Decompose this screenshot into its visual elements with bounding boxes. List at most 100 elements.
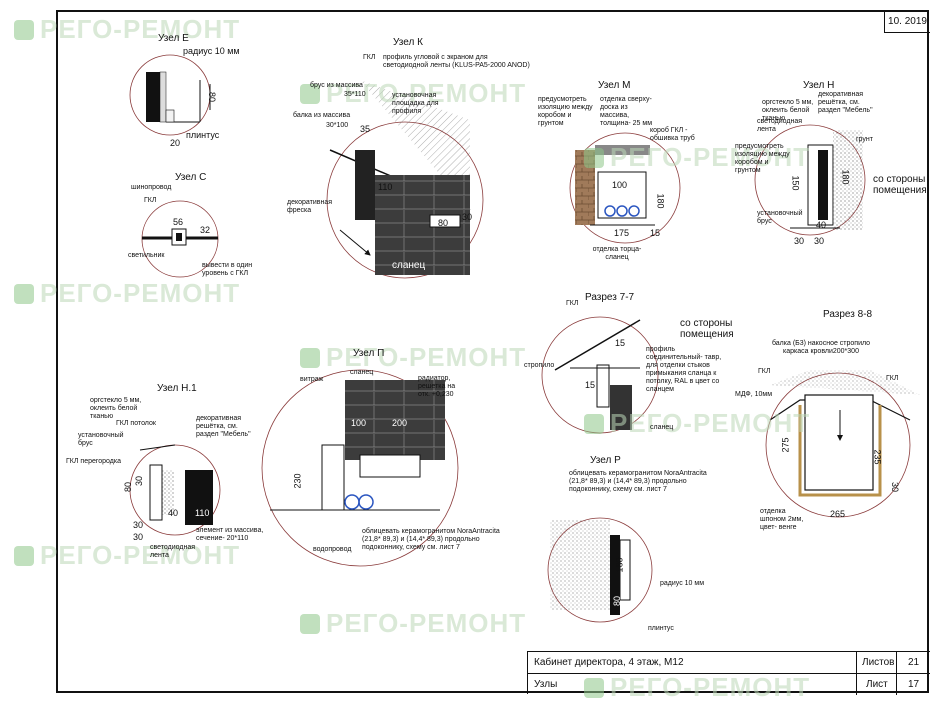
node-p-dim-200: 200	[392, 418, 408, 428]
drawing-frame	[56, 10, 929, 693]
node-n-dim-180: 180	[840, 169, 851, 185]
node-p-graphic	[261, 369, 459, 567]
node-n-beam: установочный брус	[757, 210, 803, 225]
section-77-dim-15b: 15	[585, 380, 596, 390]
node-c-note: вывести в один уровень с ГКЛ	[202, 262, 253, 277]
node-m-dim-180: 180	[655, 193, 666, 209]
node-n-title: Узел Н	[803, 80, 835, 91]
node-e-graphic	[129, 54, 211, 136]
node-m-finish: отделка сверху- доска из массива, толщин…	[600, 96, 653, 127]
node-m-edge: отделка торца-сланец	[592, 246, 642, 261]
node-n1-led: светодиодная лента	[150, 544, 196, 559]
stamp-title: Кабинет директора, 4 этаж, М12	[534, 657, 684, 668]
node-k-graphic	[326, 80, 484, 279]
node-m-dim-175: 175	[614, 228, 630, 238]
watermark-logo: РЕГО-РЕМОНТ	[584, 142, 810, 173]
node-r-tile: облицевать керамогранитом NoraAntracita …	[569, 470, 707, 493]
node-k-title: Узел К	[393, 37, 423, 48]
section-88-title: Разрез 8-8	[823, 309, 873, 320]
node-k-fresco: декоративная фреска	[287, 199, 333, 214]
node-m-dim-15: 15	[650, 228, 661, 238]
node-n-glass: оргстекло 5 мм, оклеить белой тканью	[762, 99, 814, 122]
node-r-radius: радиус 10 мм	[660, 580, 705, 587]
section-88-veneer: отделка шпоном 2мм, цвет- венге	[760, 508, 804, 531]
node-n1-graphic	[129, 444, 221, 536]
stamp-sheet-label: Лист	[866, 679, 888, 690]
node-k-slate: сланец	[392, 260, 426, 271]
node-n1-dim-30b: 30	[133, 520, 144, 530]
section-88-beam: балка (Б3) накосное стропило каркаса кро…	[771, 340, 871, 355]
node-e-radius: радиус 10 мм	[183, 46, 240, 56]
node-p-pipe: водопровод	[313, 546, 352, 553]
stamp-subtitle: Узлы	[534, 679, 558, 690]
node-c-graphic	[141, 200, 219, 278]
date-box: 10. 2019	[884, 12, 930, 33]
watermark-logo: РЕГО-РЕМОНТ	[300, 608, 526, 639]
node-c-gkl: ГКЛ	[144, 197, 157, 204]
stamp-sheet-value: 17	[908, 679, 920, 690]
watermark-logo: РЕГО-РЕМОНТ	[14, 278, 240, 309]
node-n1-dim-30: 30	[134, 475, 145, 487]
section-77-rafter: стропило	[524, 362, 555, 369]
node-n-led: светодиодная лента	[757, 118, 803, 133]
node-n1-dim-80: 80	[123, 481, 134, 493]
node-n-side: со стороны помещения	[873, 174, 927, 196]
watermark-logo: РЕГО-РЕМОНТ	[14, 540, 240, 571]
node-n-dim-150: 150	[790, 175, 801, 191]
node-c-dim-56: 56	[173, 217, 184, 227]
node-n1-dim-40: 40	[168, 508, 179, 518]
section-88-mdf: МДФ, 10мм	[735, 391, 773, 398]
node-n1-grille: декоративная решётка, см. раздел "Мебель…	[196, 415, 251, 438]
node-n-ground: грунт	[856, 136, 873, 143]
node-n-dim-30a: 30	[794, 236, 805, 246]
node-m-iso: предусмотреть изоляцию между коробом и г…	[538, 96, 593, 127]
node-n1-beam: установочный брус	[78, 432, 124, 447]
node-r-dim-80: 80	[612, 595, 623, 607]
section-77-graphic	[541, 316, 659, 434]
watermark-logo: РЕГО-РЕМОНТ	[300, 342, 526, 373]
section-77-gkl: ГКЛ	[566, 300, 579, 307]
section-88-dim-30: 30	[890, 481, 901, 493]
watermark-logo: РЕГО-РЕМОНТ	[14, 14, 240, 45]
node-r-dim-160: 160	[614, 557, 625, 573]
node-e-plinth: плинтус	[186, 130, 220, 140]
node-c-title: Узел С	[175, 172, 207, 183]
node-k-beam2: балка из массива	[293, 112, 351, 119]
section-88-graphic	[765, 370, 920, 518]
node-n-iso: предусмотреть изоляцию между коробом и г…	[735, 143, 790, 174]
node-k-dim-110: 110	[378, 182, 393, 192]
node-p-tile: облицевать керамогранитом NoraAntracita …	[362, 528, 500, 551]
section-88-gkl1: ГКЛ	[758, 368, 771, 375]
node-m-title: Узел М	[598, 80, 631, 91]
section-88-dim-265: 265	[830, 509, 846, 519]
node-n-dim-30b: 30	[814, 236, 825, 246]
node-n1-glass: оргстекло 5 мм, оклеить белой тканью	[90, 397, 142, 420]
node-k-gkl: ГКЛ	[363, 54, 376, 61]
node-k-dim-30: 30	[462, 212, 473, 222]
section-88-dim-275: 275	[780, 437, 791, 453]
node-c-dim-32: 32	[200, 225, 211, 235]
node-n1-gkl-wall: ГКЛ перегородка	[66, 458, 121, 465]
stamp-sheets-label: Листов	[862, 657, 895, 668]
node-n1-title: Узел Н.1	[157, 383, 197, 394]
node-c-bus: шинопровод	[131, 184, 172, 191]
node-p-dim-230: 230	[292, 473, 303, 489]
node-k-dim-35: 35	[360, 124, 371, 134]
node-n1-dim-110: 110	[195, 508, 210, 518]
node-n-graphic	[754, 124, 866, 236]
section-77-dim-15a: 15	[615, 338, 626, 348]
node-r-plinth: плинтус	[648, 625, 674, 632]
watermark-logo: РЕГО-РЕМОНТ	[584, 408, 810, 439]
node-r-graphic	[547, 517, 653, 623]
stamp-sheets-value: 21	[908, 657, 920, 668]
node-k-beam2-size: 30*100	[326, 122, 349, 129]
section-77-slate: сланец	[650, 424, 674, 431]
node-m-dim-100: 100	[612, 180, 628, 190]
node-k-beam1: брус из массива	[310, 82, 363, 89]
section-88-dim-235: 235	[872, 449, 883, 465]
node-p-glazing: витраж	[300, 376, 324, 383]
node-k-profile: профиль угловой с экраном для светодиодн…	[383, 54, 530, 69]
node-p-title: Узел П	[353, 348, 385, 359]
watermark-logo: РЕГО-РЕМОНТ	[300, 78, 526, 109]
